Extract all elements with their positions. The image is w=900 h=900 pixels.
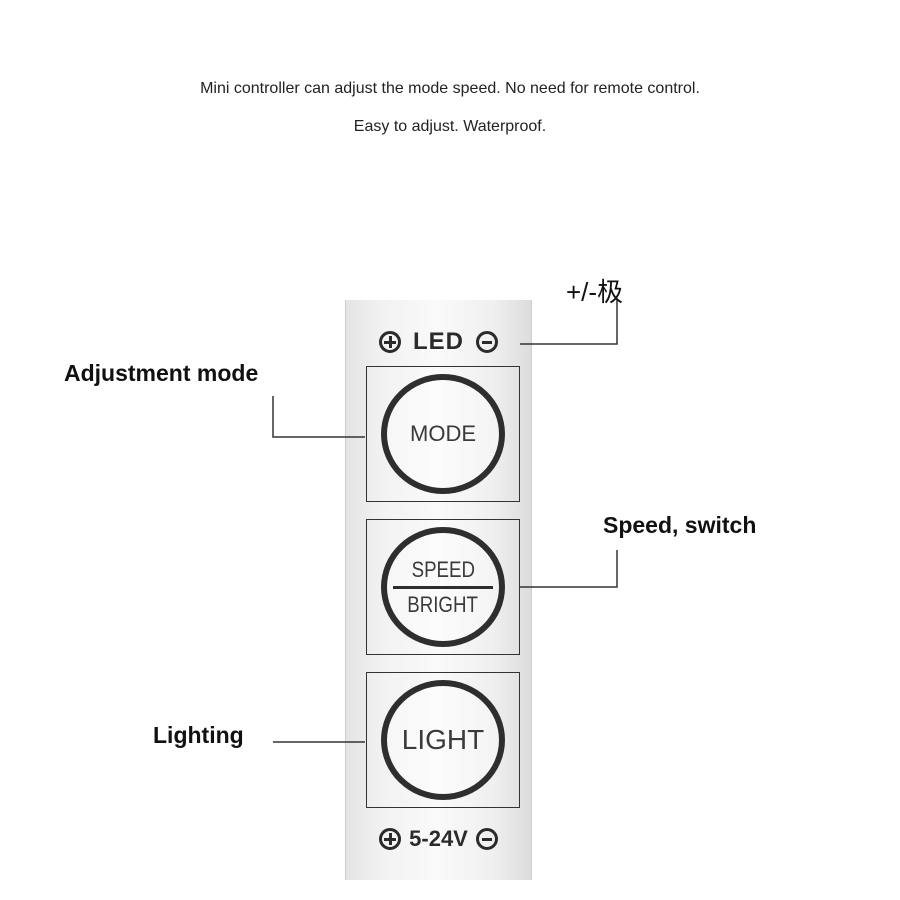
mode-callout-line (272, 396, 365, 438)
pole-callout-line (520, 300, 618, 345)
minus-circle-icon (475, 828, 498, 850)
plus-circle-icon (379, 828, 402, 850)
speed-callout-line (520, 550, 618, 588)
speed-divider (393, 585, 493, 589)
speed-callout-label: Speed, switch (603, 512, 757, 538)
light-button[interactable]: LIGHT (381, 680, 505, 800)
led-polarity-row: LED (346, 328, 531, 356)
speed-bright-button[interactable]: SPEED BRIGHT (381, 527, 505, 647)
light-callout-label: Lighting (153, 722, 244, 748)
led-label: LED (413, 328, 464, 355)
mode-button[interactable]: MODE (381, 374, 505, 494)
pole-callout-label: +/-极 (566, 277, 624, 307)
voltage-label: 5-24V (409, 826, 468, 851)
voltage-row: 5-24V (346, 826, 531, 852)
speed-label: SPEED (411, 556, 475, 582)
caption-line-2: Easy to adjust. Waterproof. (353, 118, 547, 135)
mode-button-label: MODE (410, 421, 476, 446)
speed-button-frame: SPEED BRIGHT (366, 519, 520, 655)
controller-panel: LED MODE SPEED BRIGHT LIGHT 5-24V (345, 300, 532, 880)
plus-circle-icon (379, 331, 401, 353)
caption-line-1: Mini controller can adjust the mode spee… (200, 80, 700, 97)
mode-button-frame: MODE (366, 366, 520, 502)
light-button-label: LIGHT (401, 724, 485, 755)
mode-callout-label: Adjustment mode (64, 360, 259, 386)
bright-label: BRIGHT (407, 591, 479, 617)
light-button-frame: LIGHT (366, 672, 520, 808)
minus-circle-icon (476, 331, 498, 353)
